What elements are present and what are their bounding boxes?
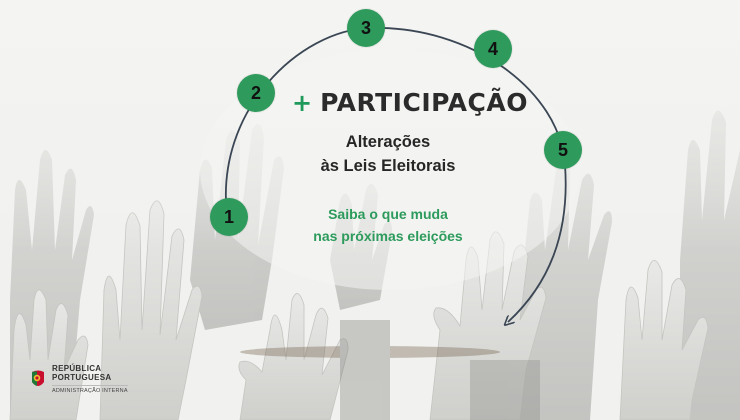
logo-subtitle: ADMINISTRAÇÃO INTERNA (52, 385, 128, 394)
subtitle: Alterações às Leis Eleitorais (300, 130, 476, 178)
republica-portuguesa-logo: REPÚBLICA PORTUGUESA ADMINISTRAÇÃO INTER… (30, 364, 128, 394)
headline: + PARTICIPAÇÃO (292, 88, 528, 117)
step-4-badge: 4 (474, 30, 512, 68)
tagline-line-1: Saiba o que muda (328, 206, 448, 222)
tagline: Saiba o que muda nas próximas eleições (300, 203, 476, 247)
step-1-badge: 1 (210, 198, 248, 236)
step-2-badge: 2 (237, 74, 275, 112)
logo-line-1: REPÚBLICA (52, 364, 102, 373)
logo-line-2: PORTUGUESA (52, 373, 112, 382)
subtitle-line-1: Alterações (345, 133, 431, 151)
subtitle-line-2: às Leis Eleitorais (320, 157, 456, 175)
step-3-badge: 3 (347, 9, 385, 47)
flag-emblem-icon (32, 370, 44, 386)
tagline-line-2: nas próximas eleições (313, 228, 463, 244)
step-5-badge: 5 (544, 131, 582, 169)
page-title: PARTICIPAÇÃO (320, 88, 528, 117)
plus-icon: + (292, 88, 313, 117)
